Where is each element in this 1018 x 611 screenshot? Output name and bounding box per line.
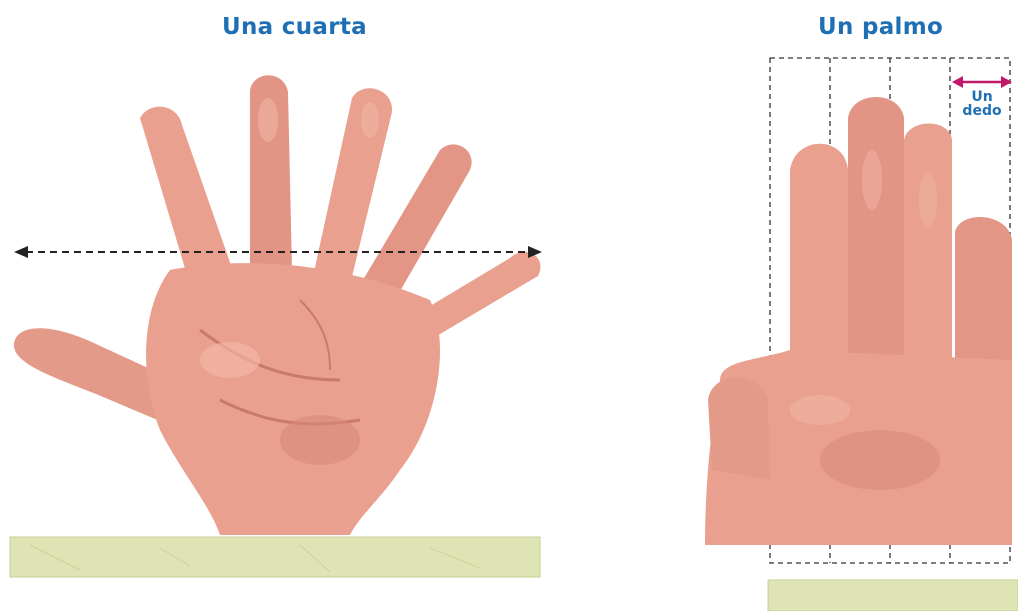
finger-label: Un dedo — [952, 90, 1012, 118]
ruler-strip-icon — [9, 536, 541, 578]
finger-width-arrow-icon — [952, 76, 1012, 88]
flat-hand-icon — [705, 97, 1012, 545]
title-una-cuarta: Una cuarta — [222, 14, 367, 40]
finger-label-line2: dedo — [962, 103, 1002, 119]
ruler-strip-right-icon — [767, 579, 1018, 611]
title-un-palmo: Un palmo — [818, 14, 944, 40]
double-arrow-icon — [14, 246, 542, 258]
spread-hand-icon — [13, 75, 541, 535]
finger-label-line1: Un — [971, 89, 993, 105]
